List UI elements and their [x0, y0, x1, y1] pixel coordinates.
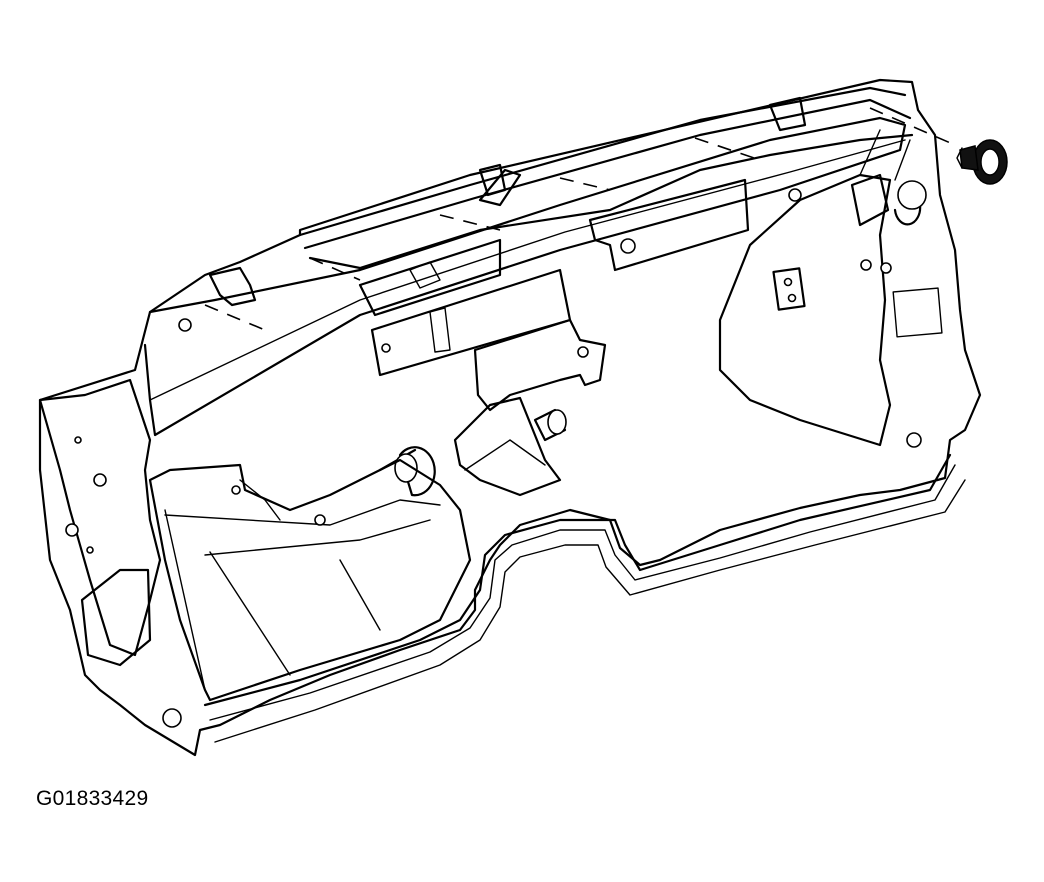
top-clip-center	[478, 163, 507, 197]
panel-outline	[38, 78, 982, 757]
alignment-line-6	[869, 107, 956, 146]
mount-pad	[772, 267, 806, 311]
left-footwell	[148, 458, 472, 702]
center-tunnel	[453, 396, 562, 497]
alignment-line-3	[439, 214, 501, 231]
column-boss	[533, 408, 567, 442]
alignment-line-1	[204, 304, 266, 331]
alignment-line-5	[694, 137, 761, 161]
figure-id-label: G01833429	[36, 787, 149, 810]
alignment-line-4	[559, 177, 611, 191]
right-footwell	[718, 173, 892, 447]
upper-right-flange	[850, 173, 922, 227]
lower-flange	[203, 453, 952, 707]
cowl-top-rail	[298, 86, 914, 270]
center-bracket	[473, 318, 607, 412]
cross-member	[143, 116, 907, 437]
top-clip-right	[768, 96, 807, 132]
left-block	[80, 568, 152, 667]
top-clip-left	[208, 266, 257, 307]
right-upper-recess	[588, 178, 750, 272]
alignment-line-2	[309, 257, 361, 281]
left-side-panel	[38, 378, 162, 657]
push-pin-icon	[956, 139, 1008, 185]
